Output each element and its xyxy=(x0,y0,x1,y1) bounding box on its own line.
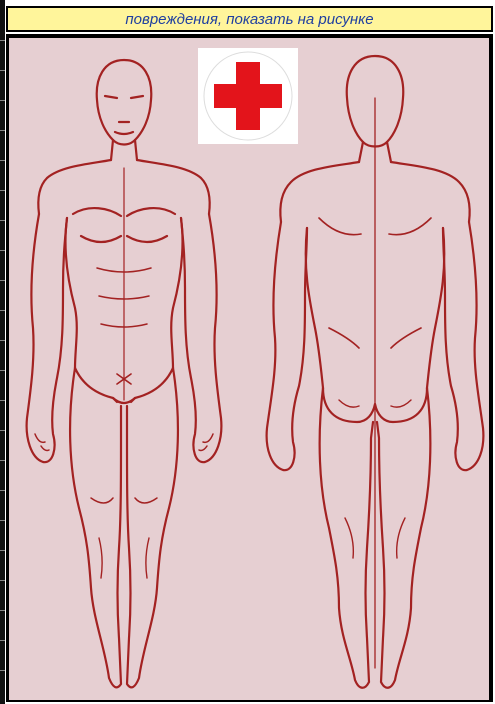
rail-tick xyxy=(0,100,5,101)
rail-tick xyxy=(0,130,5,131)
rail-tick xyxy=(0,580,5,581)
rail-tick xyxy=(0,280,5,281)
rail-tick xyxy=(0,610,5,611)
rail-tick xyxy=(0,460,5,461)
rail-tick xyxy=(0,430,5,431)
red-cross-icon xyxy=(198,48,298,144)
rail-tick xyxy=(0,250,5,251)
rail-tick xyxy=(0,70,5,71)
rail-tick xyxy=(0,670,5,671)
first-aid-badge xyxy=(198,48,298,144)
rail-tick xyxy=(0,220,5,221)
header-text: повреждения, показать на рисунке xyxy=(125,11,373,28)
rail-tick xyxy=(0,160,5,161)
rail-tick xyxy=(0,520,5,521)
body-diagram-canvas[interactable] xyxy=(9,38,489,700)
header-banner: повреждения, показать на рисунке xyxy=(6,6,493,32)
rail-tick xyxy=(0,340,5,341)
human-body-front-icon[interactable] xyxy=(27,60,222,687)
human-body-back-icon[interactable] xyxy=(267,56,484,688)
rail-tick xyxy=(0,640,5,641)
rail-tick xyxy=(0,190,5,191)
rail-tick xyxy=(0,370,5,371)
rail-tick xyxy=(0,490,5,491)
rail-tick xyxy=(0,550,5,551)
rail-tick xyxy=(0,400,5,401)
rail-tick xyxy=(0,310,5,311)
left-rail xyxy=(0,0,5,704)
rail-tick xyxy=(0,40,5,41)
